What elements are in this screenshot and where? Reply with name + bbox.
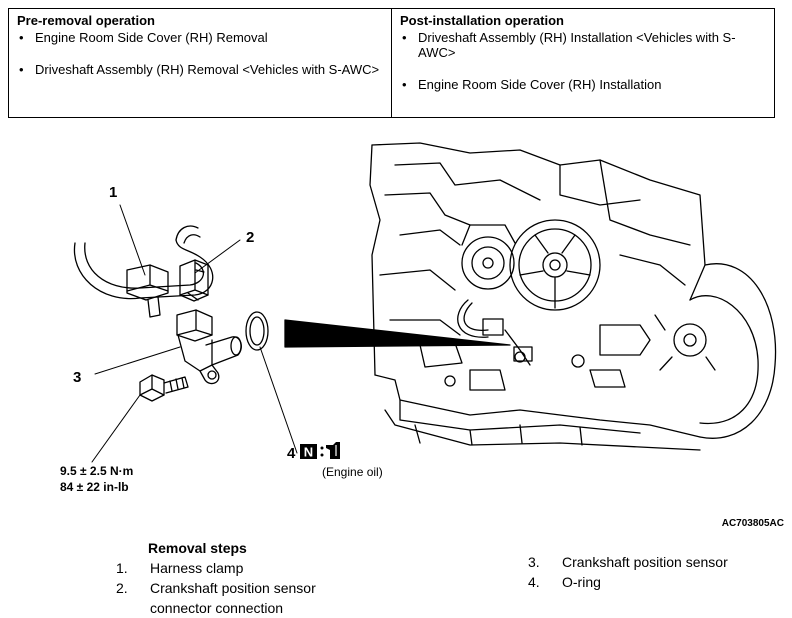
step-text: Crankshaft position sensor connector con… (150, 580, 316, 616)
harness-clamp (126, 264, 169, 318)
list-item: 4. O-ring (528, 572, 762, 592)
removal-steps-left: Removal steps 1. Harness clamp 2. Cranks… (116, 538, 350, 618)
oil-note: (Engine oil) (322, 465, 383, 479)
symbol-separator (320, 446, 324, 450)
removal-steps-heading: Removal steps (148, 540, 247, 556)
callout-4: 4 (287, 445, 296, 462)
pointer-wedge (284, 319, 511, 348)
step-number: 4. (528, 574, 540, 590)
crankshaft-sensor-illustration: 1 2 3 4 9.5 ± 2.5 N·m 84 ± 22 in-lb N (E… (60, 142, 784, 529)
step-text: O-ring (562, 574, 601, 590)
o-ring (245, 311, 269, 351)
pre-removal-heading: Pre-removal operation (17, 13, 155, 28)
list-item: 2. Crankshaft position sensor connector … (116, 578, 350, 618)
post-installation-list: Driveshaft Assembly (RH) Installation <V… (400, 30, 766, 92)
post-installation-item: Driveshaft Assembly (RH) Installation <V… (400, 30, 766, 60)
list-item: 1. Harness clamp (116, 558, 350, 578)
step-number: 2. (116, 580, 128, 596)
step-number: 1. (116, 560, 128, 576)
callout-1: 1 (109, 184, 117, 201)
removal-steps-right: 3. Crankshaft position sensor 4. O-ring (528, 552, 762, 592)
post-installation-item: Engine Room Side Cover (RH) Installation (400, 77, 766, 92)
pre-removal-column: Pre-removal operation Engine Room Side C… (9, 9, 391, 117)
step-number: 3. (528, 554, 540, 570)
sensor-connector (179, 259, 209, 302)
callout-2: 2 (246, 229, 254, 246)
oil-can-icon (326, 442, 340, 459)
post-installation-heading: Post-installation operation (400, 13, 564, 28)
list-item: 3. Crankshaft position sensor (528, 552, 762, 572)
pre-removal-list: Engine Room Side Cover (RH) Removal Driv… (17, 30, 383, 77)
step-text: Harness clamp (150, 560, 244, 576)
symbol-separator (320, 453, 324, 457)
pre-removal-item: Engine Room Side Cover (RH) Removal (17, 30, 383, 45)
operations-table: Pre-removal operation Engine Room Side C… (8, 8, 775, 118)
wiring-harness (73, 225, 214, 301)
leader-lines (91, 204, 298, 463)
engine-drawing (369, 142, 777, 451)
callout-3: 3 (73, 369, 81, 386)
pre-removal-item: Driveshaft Assembly (RH) Removal <Vehicl… (17, 62, 383, 77)
crankshaft-position-sensor (176, 309, 242, 385)
post-installation-column: Post-installation operation Driveshaft A… (391, 9, 774, 117)
mounting-bolt (139, 374, 189, 402)
new-part-letter: N (304, 445, 313, 460)
torque-imperial: 84 ± 22 in-lb (60, 480, 129, 494)
new-part-symbol (300, 444, 317, 459)
figure-id: AC703805AC (722, 518, 784, 529)
torque-metric: 9.5 ± 2.5 N·m (60, 464, 133, 478)
step-text: Crankshaft position sensor (562, 554, 728, 570)
